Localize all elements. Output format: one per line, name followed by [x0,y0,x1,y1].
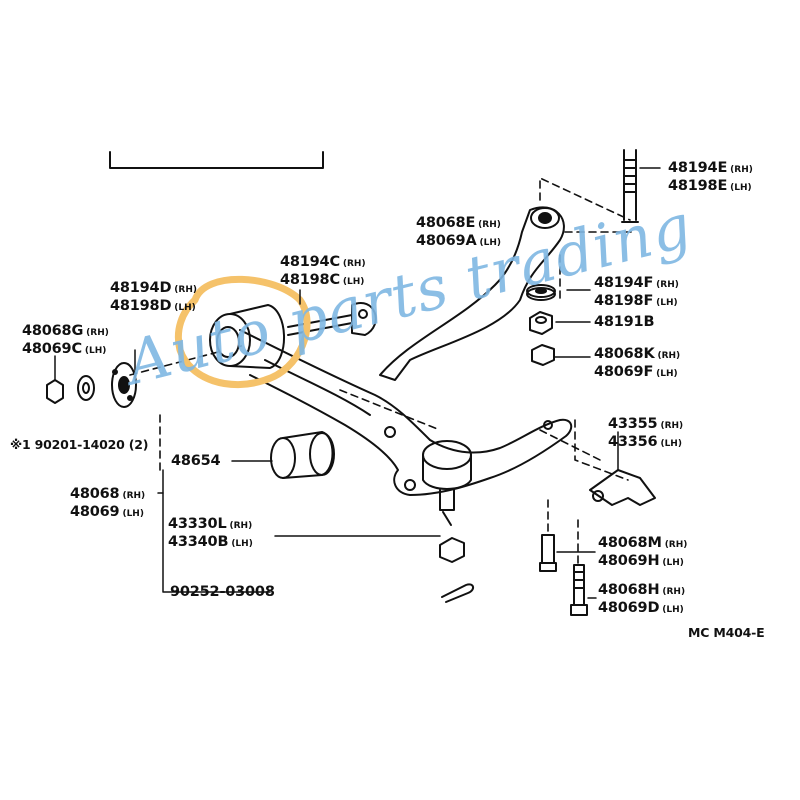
washer-90201 [77,375,95,401]
label-48194D: 48194D(RH) 48198D(LH) [110,280,197,314]
highlight-ring [174,275,311,389]
label-48068H: 48068H(RH) 48069D(LH) [598,582,686,616]
label-48191B: 48191B [594,314,655,330]
ball-joint-part [422,440,472,526]
stud-part [621,149,639,223]
label-48068G: 48068G(RH) 48069C(LH) [22,323,109,357]
upper-arm-part [379,206,565,381]
label-48194C: 48194C(RH) 48198C(LH) [280,254,366,288]
label-48194E: 48194E(RH) 48198E(LH) [668,160,753,194]
label-48654: 48654 [171,453,221,469]
lower-arm-part [239,329,573,496]
label-leaders [54,167,661,599]
nut-48191B [529,311,553,335]
label-43355: 43355(RH) 43356(LH) [608,416,684,450]
nut-48068K [531,344,555,366]
label-90201-14020: ※1 90201-14020 (2) [10,437,149,452]
bolt-48068M [539,534,557,572]
label-48068: 48068(RH) 48069(LH) [70,486,146,520]
bolt-48068H [570,564,588,616]
label-48068K: 48068K(RH) 48069F(LH) [594,346,681,380]
nut-43330L [439,537,465,563]
label-48194F: 48194F(RH) 48198F(LH) [594,275,679,309]
label-48068E: 48068E(RH) 48069A(LH) [416,215,501,249]
label-48068M: 48068M(RH) 48069H(LH) [598,535,688,569]
label-43330L: 43330L(RH) 43340B(LH) [168,516,253,550]
cotter-pin [441,583,474,603]
bushing-48654 [270,431,335,479]
diagram-code: MC M404-E [688,625,765,640]
label-90252-03008: 90252-03008 [170,584,275,600]
frame-bracket [109,151,324,169]
bushing-48194C [209,302,377,369]
nut-48068G [46,379,64,404]
bracket-43355 [589,469,656,506]
washer-48194D [111,362,137,408]
washer-48194F [526,284,556,301]
